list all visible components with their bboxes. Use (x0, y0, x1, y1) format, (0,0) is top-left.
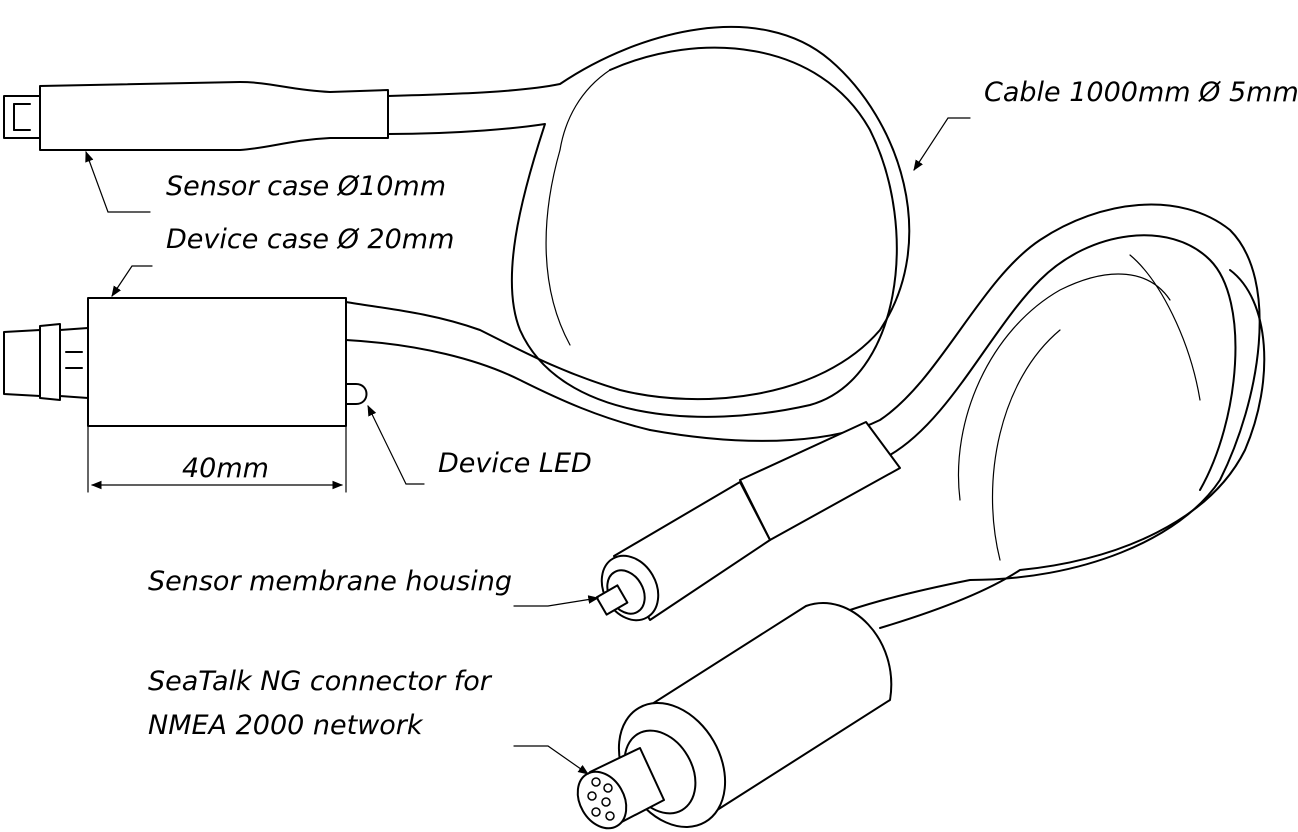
sensor-case (3, 81, 389, 151)
cable-label: Cable 1000mm Ø 5mm (984, 77, 1298, 108)
length-label: 40mm (182, 453, 269, 484)
leader-lines (85, 117, 971, 775)
device-case-label: Device case Ø 20mm (166, 224, 454, 255)
length-dimension (87, 425, 347, 493)
sensor-case-label: Sensor case Ø10mm (166, 171, 446, 202)
upper-cable (345, 25, 911, 431)
sensor-membrane-housing (595, 421, 901, 622)
lower-cable (649, 203, 1266, 629)
device-led-label: Device LED (438, 448, 592, 479)
device-case (3, 297, 347, 427)
connector-label-line2: NMEA 2000 network (148, 710, 424, 741)
device-led (345, 383, 368, 405)
seatalk-ng-connector (576, 602, 893, 830)
membrane-label: Sensor membrane housing (148, 566, 512, 597)
connector-label-line1: SeaTalk NG connector for (148, 666, 493, 697)
